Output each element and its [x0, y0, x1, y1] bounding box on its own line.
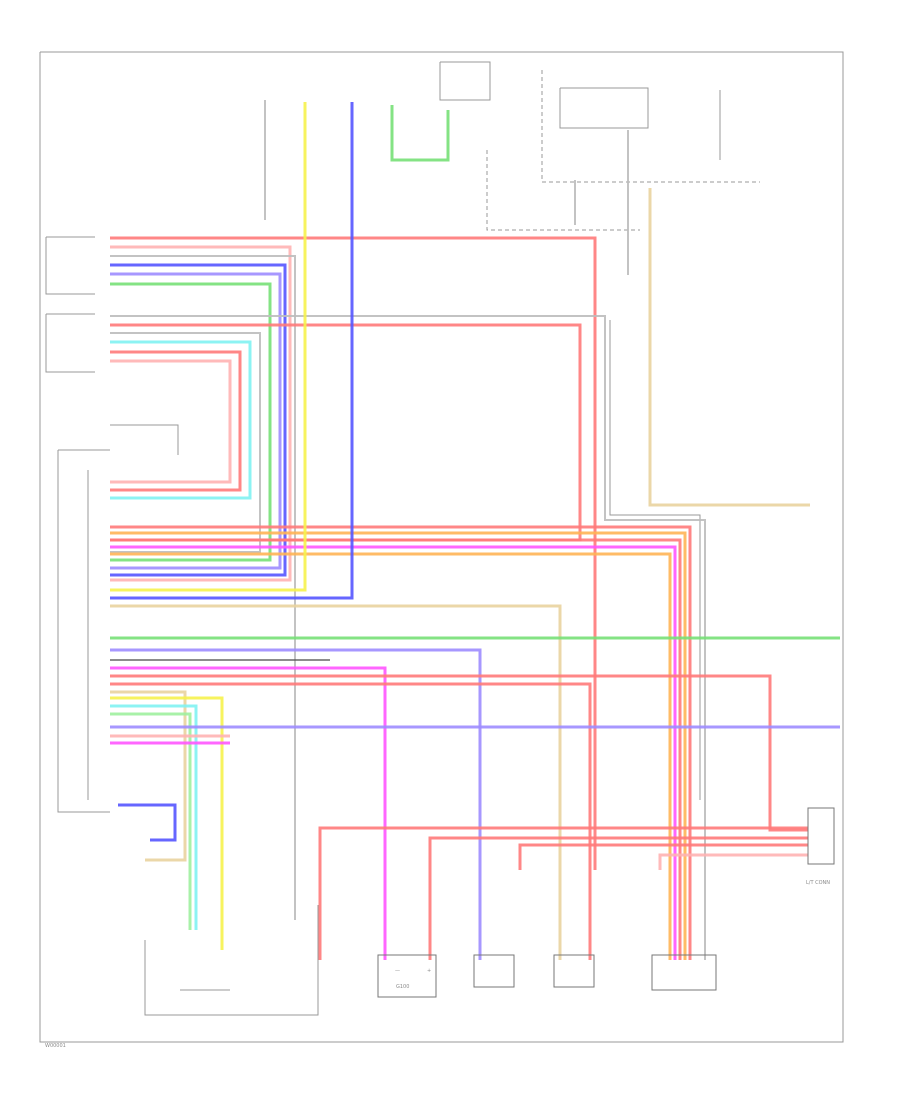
wire-magenta-23	[110, 666, 387, 960]
lt-connector-box	[807, 807, 835, 865]
component-box-1	[377, 954, 437, 998]
wire-violet-21	[110, 648, 482, 960]
wire-pink-1	[110, 245, 292, 582]
wire-blue-33	[118, 803, 177, 842]
wire-yellow-17	[110, 102, 307, 592]
wire-gray-6	[110, 315, 706, 960]
frame-line-15	[144, 905, 319, 1016]
component-box-4	[651, 954, 717, 991]
wire-red-14	[110, 538, 682, 960]
wire-red-10	[110, 350, 242, 492]
frame-line-11	[439, 61, 491, 101]
wire-layer	[110, 100, 840, 960]
frame-line-14	[609, 320, 701, 800]
wire-red-24	[110, 674, 808, 832]
wire-pink-11	[110, 359, 232, 484]
wire-gray-8	[110, 332, 261, 553]
wire-gray-2	[110, 255, 296, 920]
component-box-2	[473, 954, 515, 988]
wire-red-39	[318, 826, 808, 960]
frame-line-0	[39, 51, 844, 1043]
wire-cyan-9	[110, 340, 252, 500]
frame-line-5	[110, 424, 179, 455]
wire-blue-18	[110, 102, 354, 600]
wire-pink-42	[658, 853, 808, 870]
wire-red-40	[428, 836, 808, 960]
wire-lightgreen-29	[110, 712, 192, 930]
component-box-3	[553, 954, 595, 988]
frame-line-1	[45, 237, 95, 295]
frame-line-10	[559, 87, 649, 129]
wire-yellow-27	[110, 696, 224, 950]
wire-magenta-15	[110, 545, 677, 960]
wire-red-7	[110, 323, 582, 542]
frame-line-9	[541, 70, 760, 183]
wire-green-36	[390, 105, 450, 162]
diagram-frame	[39, 51, 844, 1043]
wire-tan-34	[648, 188, 810, 507]
wire-violet-4	[110, 272, 282, 570]
wire-cyan-28	[110, 704, 198, 930]
wire-tan-19	[110, 604, 562, 960]
wire-blue-3	[110, 263, 287, 577]
wire-red-12	[110, 525, 692, 960]
wire-red-25	[110, 682, 592, 960]
wire-tan-26	[110, 690, 187, 862]
frame-line-12	[486, 150, 640, 231]
component-layer	[377, 807, 835, 998]
wire-orange-16	[110, 552, 672, 960]
wire-green-5	[110, 282, 272, 562]
wire-red-41	[518, 843, 808, 870]
wire-red-0	[110, 236, 597, 870]
frame-line-3	[45, 314, 95, 373]
wire-orange-13	[110, 531, 687, 960]
frame-line-6	[57, 450, 110, 813]
